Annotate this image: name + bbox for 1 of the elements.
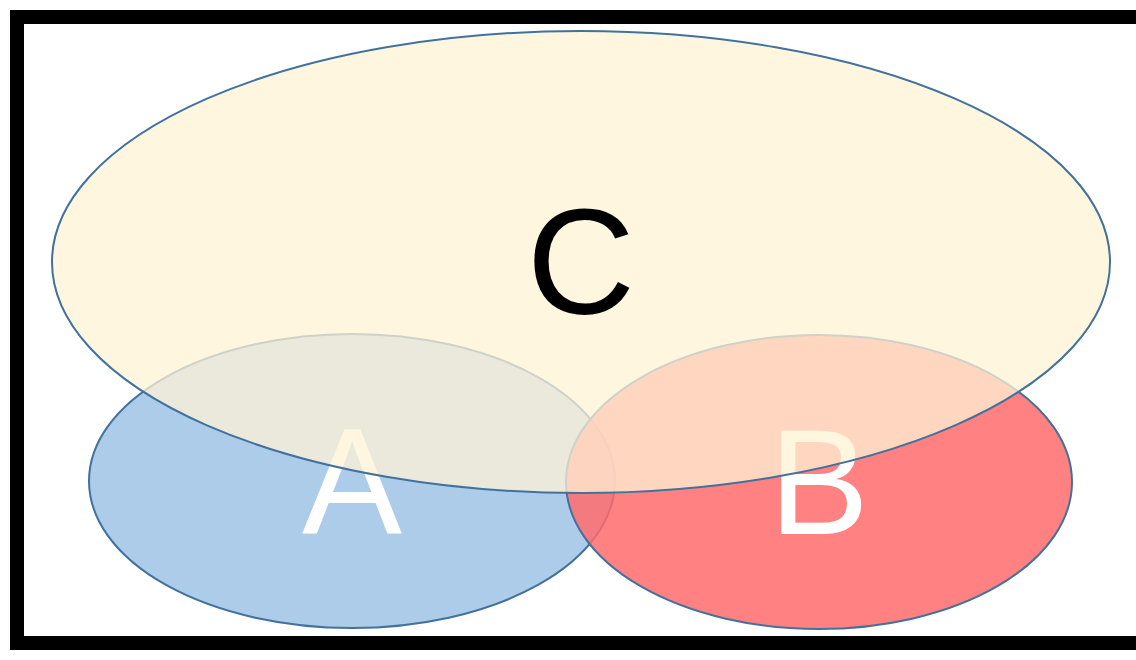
set-label: C <box>526 187 636 337</box>
